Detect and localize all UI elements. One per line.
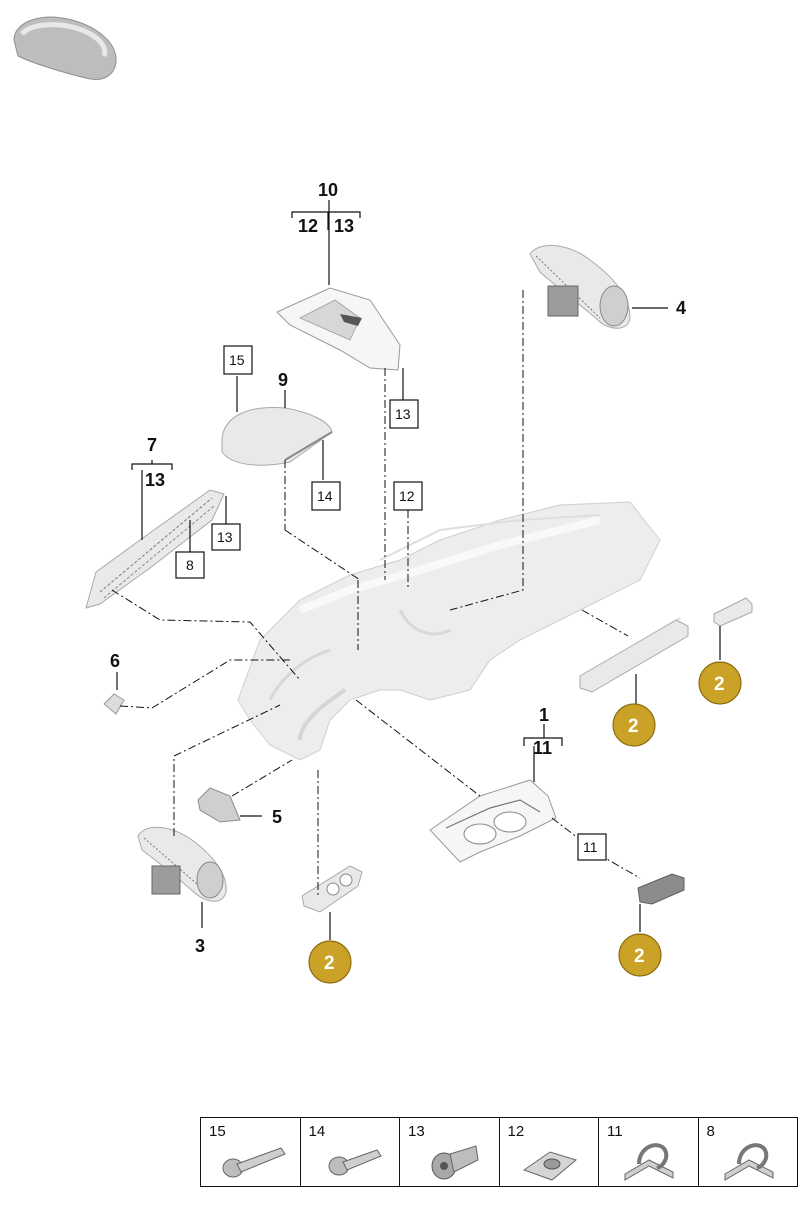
gold-marker-1[interactable] [698, 661, 742, 705]
legend-cell-15[interactable]: 15 [201, 1118, 301, 1186]
center-display [579, 617, 689, 693]
callout-7: 7 [147, 435, 157, 455]
part-4-air-vent [529, 244, 631, 329]
spring-clip-icon [724, 1143, 773, 1181]
callout-13: 13 [334, 216, 354, 236]
boxed-references: 15 13 14 12 13 8 11 [175, 345, 607, 861]
switch-panel-bracket [301, 865, 363, 913]
gold-marker-3-label: 2 [324, 953, 335, 974]
callout-9: 9 [278, 370, 288, 390]
callout-11: 11 [533, 738, 552, 758]
gold-marker-2-label: 2 [628, 716, 639, 737]
gold-marker-2[interactable] [612, 703, 656, 747]
box-12: 12 [399, 488, 415, 504]
part-1-cluster-frame [429, 779, 557, 863]
gold-marker-1-label: 2 [714, 674, 725, 695]
callout-3: 3 [195, 936, 205, 956]
bolt-short-icon [328, 1149, 382, 1176]
gold-markers: 2 2 2 2 [308, 661, 742, 984]
small-cover-right [713, 597, 753, 627]
callout-5: 5 [272, 807, 282, 827]
bolt-long-icon [222, 1147, 286, 1178]
box-15: 15 [229, 352, 245, 368]
box-11: 11 [583, 839, 598, 855]
part-5-trim [197, 787, 241, 823]
speed-nut-icon [522, 1151, 577, 1181]
legend-num: 11 [607, 1123, 623, 1140]
legend-num: 12 [507, 1123, 525, 1140]
part-3-air-vent [137, 826, 227, 902]
leader-lines [111, 200, 721, 940]
box-13: 13 [395, 406, 411, 422]
legend-cell-8[interactable]: 8 [699, 1118, 798, 1186]
legend-num: 8 [706, 1123, 715, 1140]
small-cover-lower-right [637, 873, 685, 905]
rivet-nut-icon [431, 1145, 479, 1180]
callout-10: 10 [318, 180, 338, 200]
part-9-instrument-cover [221, 406, 333, 466]
box-14: 14 [317, 488, 333, 504]
spring-clip-icon [624, 1143, 674, 1181]
car-thumbnail-icon [13, 16, 117, 80]
legend-cell-12[interactable]: 12 [500, 1118, 599, 1186]
callout-6: 6 [110, 651, 120, 671]
part-7-vent-strip [85, 489, 225, 609]
box-8: 8 [186, 557, 194, 573]
callout-4: 4 [676, 298, 686, 318]
callout-12: 12 [298, 216, 318, 236]
gold-marker-4[interactable] [618, 933, 662, 977]
legend-num: 13 [408, 1123, 425, 1140]
box-13-b: 13 [217, 529, 233, 545]
dashboard-carrier [237, 501, 661, 761]
part-10-trim-panel [276, 287, 401, 371]
legend-num: 15 [209, 1123, 226, 1140]
legend-cell-14[interactable]: 14 [301, 1118, 400, 1186]
legend-cell-11[interactable]: 11 [599, 1118, 699, 1186]
callout-1: 1 [539, 705, 549, 725]
callouts: 10 12 13 4 9 7 13 6 1 11 5 3 [110, 180, 686, 956]
legend-cell-13[interactable]: 13 [400, 1118, 500, 1186]
gold-marker-4-label: 2 [634, 946, 645, 967]
fastener-legend: 15 14 13 12 11 8 [200, 1117, 798, 1187]
legend-num: 14 [308, 1123, 326, 1140]
gold-marker-3[interactable] [308, 940, 352, 984]
part-6-clip [103, 693, 125, 715]
callout-13-b: 13 [145, 470, 165, 490]
